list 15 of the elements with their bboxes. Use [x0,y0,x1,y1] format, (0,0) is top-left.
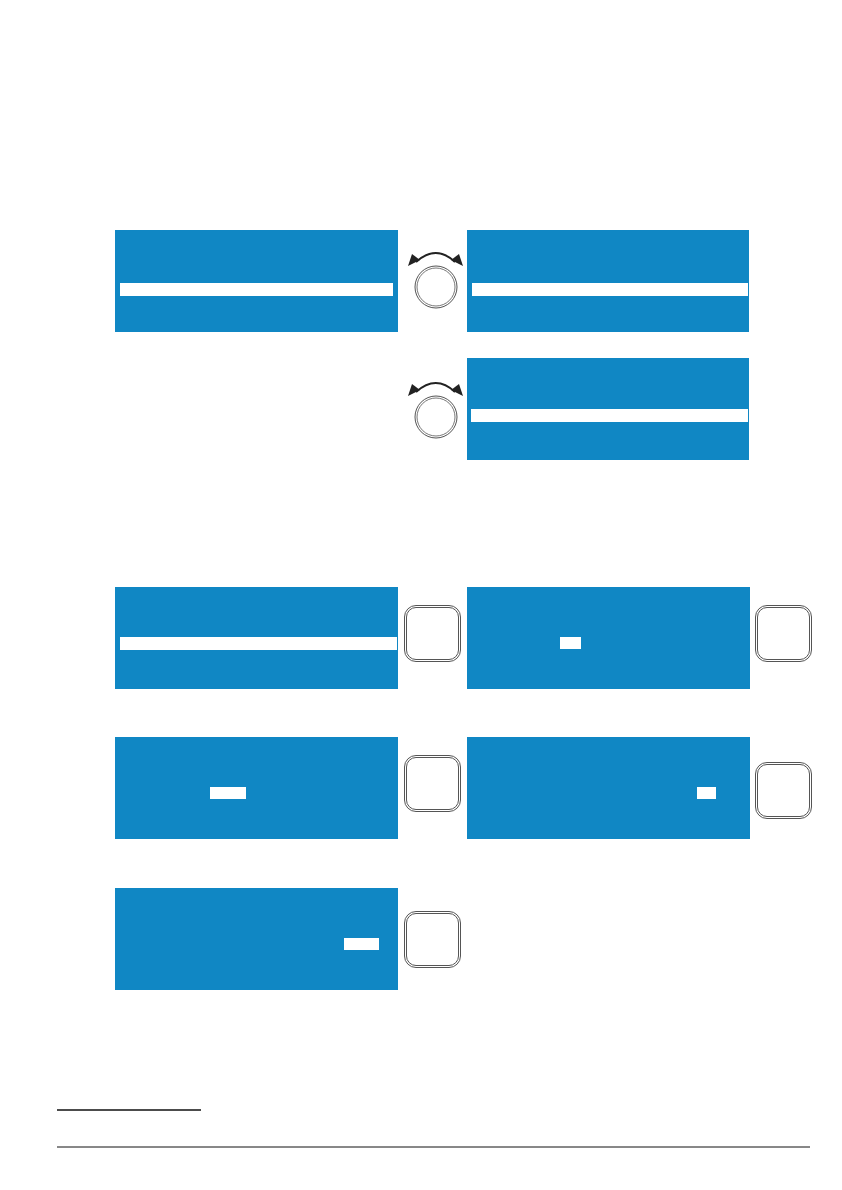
push-button [404,911,461,968]
push-button [404,755,461,812]
display-screen [467,737,750,839]
rotary-knob-icon [412,395,460,439]
push-button [755,762,812,819]
push-button [404,605,461,662]
push-button [755,605,812,662]
rotary-knob-icon [412,265,460,309]
display-screen [115,587,398,689]
display-screen [467,358,749,460]
display-screen [115,737,398,839]
display-screen [467,230,749,332]
display-screen [467,587,750,689]
display-screen [115,230,398,332]
display-screen [115,888,398,990]
